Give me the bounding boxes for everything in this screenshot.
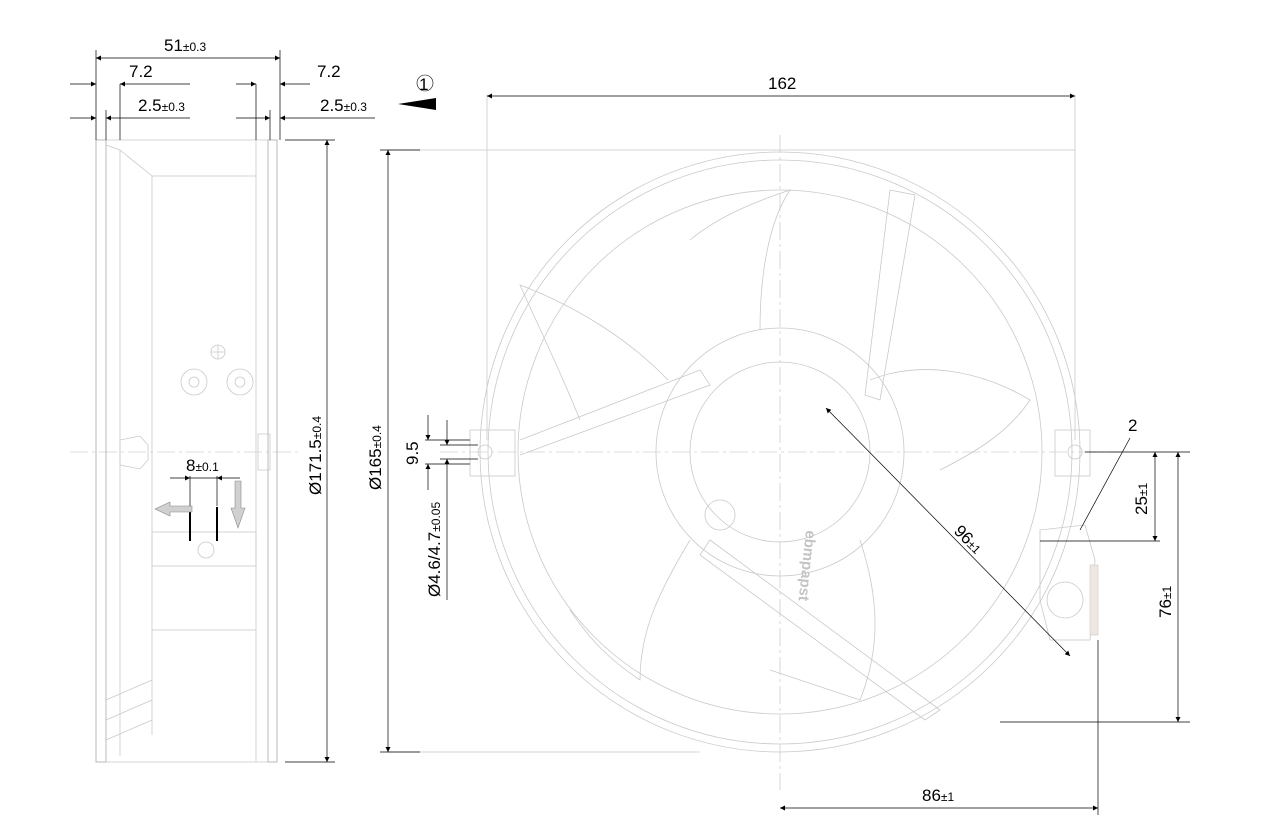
dim-pin-spacing: 8±0.1 — [186, 456, 219, 475]
balance-hole — [704, 499, 736, 531]
strut-left — [519, 369, 711, 456]
callout-connector: 2 — [1128, 416, 1137, 435]
right-tab — [257, 433, 271, 471]
dim-lip-left: 2.5±0.3 — [138, 96, 185, 115]
cable-bushing — [119, 435, 149, 470]
blade-4 — [769, 539, 876, 701]
side-view — [70, 139, 300, 763]
dim-flange-left: 7.2 — [129, 62, 153, 81]
terminal-label — [1089, 564, 1099, 636]
rotor-outer — [655, 327, 905, 577]
mount-tab-right — [1054, 429, 1091, 477]
left-flange-edge — [105, 144, 121, 151]
dim-conn-height: 76±1 — [1156, 585, 1175, 618]
callout-1-circle — [416, 74, 434, 92]
airflow-marker-arrow-icon — [398, 98, 436, 110]
blade-5 — [569, 539, 691, 681]
dim-conn-offset: 25±1 — [1132, 482, 1151, 515]
dim-span: 162 — [768, 74, 796, 93]
side-dimensions: 51±0.3 7.2 7.2 2.5±0.3 2.5±0.3 Ø171.5±0.… — [70, 36, 375, 763]
dim-hole-diameter: Ø4.6/4.7±0.05 — [425, 502, 444, 597]
dim-line-radius — [825, 407, 1071, 657]
blade-2 — [689, 189, 791, 331]
dim-center-to-edge: 86±1 — [922, 786, 955, 805]
dim-diameter: Ø165±0.4 — [366, 425, 385, 490]
terminal-boss — [1046, 581, 1084, 619]
mount-hole-front-left — [477, 444, 493, 460]
blade-1 — [519, 284, 669, 421]
dim-width-total: 51±0.3 — [164, 36, 207, 55]
mount-hole-right — [234, 376, 246, 388]
dim-lip-right: 2.5±0.3 — [320, 96, 367, 115]
bottom-bevel-3 — [105, 719, 153, 741]
right-flange — [267, 139, 278, 763]
mount-boss-left — [180, 368, 208, 396]
strut-top — [864, 189, 916, 401]
dim-flange-right: 7.2 — [317, 62, 341, 81]
connector-block — [151, 531, 257, 567]
mount-boss-right — [226, 368, 254, 396]
outer-ring — [479, 151, 1081, 753]
dim-height-outer: Ø171.5±0.4 — [306, 416, 325, 495]
callout-connector-leader — [1079, 437, 1131, 531]
bottom-bevel-2 — [105, 699, 153, 721]
dim-slot-height: 9.5 — [403, 441, 422, 465]
mount-tab-left — [469, 429, 516, 477]
strut-bottom — [699, 539, 941, 721]
rotation-direction-arrow-icon — [230, 480, 246, 529]
left-bevel-top — [119, 149, 153, 177]
outer-ring-inner — [487, 159, 1073, 745]
left-flange — [95, 139, 107, 763]
bottom-bevel-1 — [105, 679, 153, 701]
front-view: ebmpapst — [388, 95, 1120, 790]
airflow-direction-arrow-icon — [154, 501, 193, 517]
callout-airflow: 1 — [419, 75, 428, 94]
connector-screw — [197, 541, 215, 559]
front-dimensions: 162 Ø165±0.4 9.5 Ø4.6/4.7±0.05 96±1 25±1… — [366, 74, 1190, 815]
blade-3 — [869, 369, 1031, 471]
mount-hole-left — [188, 376, 200, 388]
